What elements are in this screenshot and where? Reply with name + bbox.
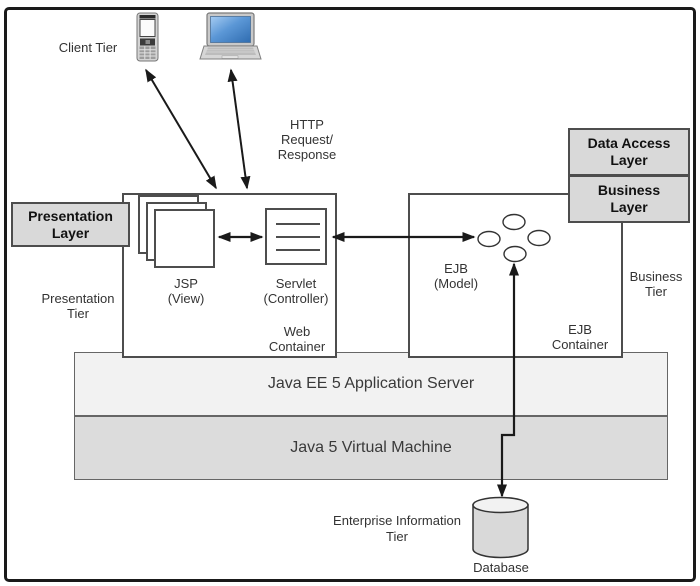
- document-line: [276, 236, 320, 238]
- ejb-model-label: EJB (Model): [433, 261, 479, 291]
- jvm-label: Java 5 Virtual Machine: [290, 439, 452, 456]
- jvm-bar: Java 5 Virtual Machine: [74, 416, 668, 480]
- enterprise-information-tier-label: Enterprise Information Tier: [333, 513, 461, 544]
- business-layer-label: Business Layer: [597, 182, 661, 215]
- data-access-layer-box: Data Access Layer: [568, 128, 690, 176]
- web-container-label: Web Container: [268, 324, 326, 354]
- jsp-view-label: JSP (View): [167, 276, 205, 306]
- database-label: Database: [473, 560, 529, 575]
- presentation-layer-box: Presentation Layer: [11, 202, 130, 247]
- client-tier-label: Client Tier: [58, 40, 118, 55]
- app-server-label: Java EE 5 Application Server: [267, 375, 475, 392]
- business-tier-label: Business Tier: [629, 269, 683, 299]
- servlet-document-icon: [265, 208, 327, 265]
- jsp-page-sheet: [154, 209, 215, 268]
- presentation-tier-label: Presentation Tier: [41, 291, 115, 321]
- document-line: [276, 249, 320, 251]
- data-access-layer-label: Data Access Layer: [587, 135, 671, 168]
- http-request-response-label: HTTP Request/ Response: [277, 117, 337, 162]
- business-layer-box: Business Layer: [568, 175, 690, 223]
- diagram-frame: [4, 7, 696, 582]
- document-line: [276, 223, 320, 225]
- presentation-layer-label: Presentation Layer: [28, 207, 113, 241]
- ejb-container-label: EJB Container: [551, 322, 609, 352]
- app-server-bar: Java EE 5 Application Server: [74, 352, 668, 416]
- servlet-controller-label: Servlet (Controller): [263, 276, 329, 306]
